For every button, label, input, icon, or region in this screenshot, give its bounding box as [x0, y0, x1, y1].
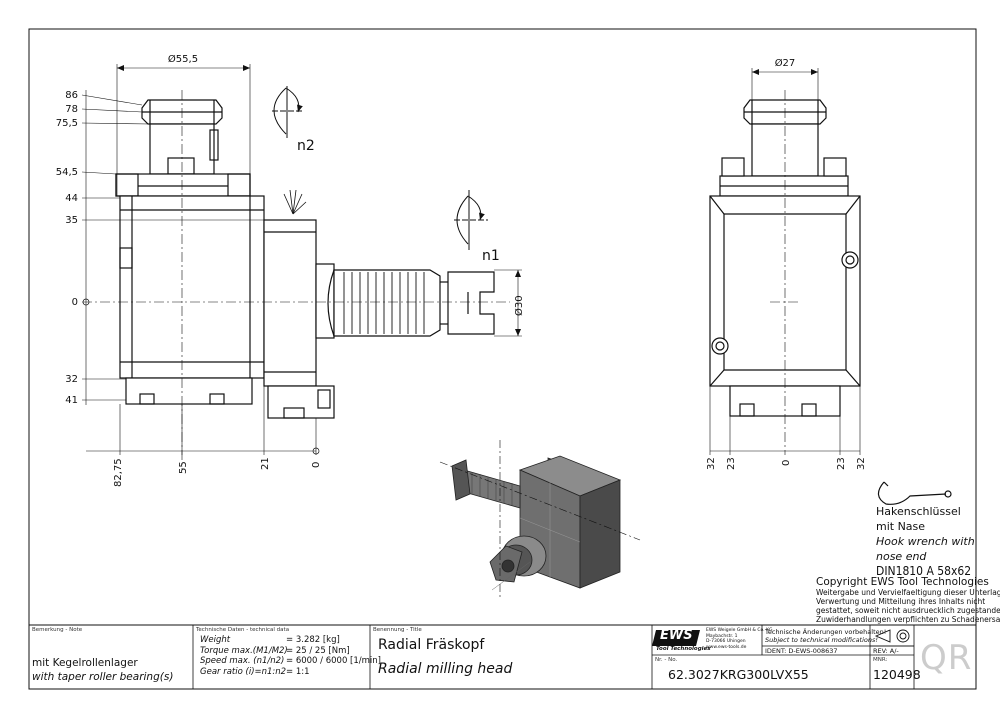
dim-35: 35: [65, 215, 78, 226]
side-dim-23-left: 23: [726, 457, 737, 470]
hook-wrench-line2: mit Nase: [876, 520, 926, 533]
dim-75-5: 75,5: [56, 118, 78, 129]
hook-wrench-line3: Hook wrench with: [876, 535, 975, 548]
hook-wrench-line4: nose end: [876, 550, 927, 563]
drawing-frame: [28, 28, 977, 690]
projection-symbol-icon: [874, 629, 910, 643]
dim-41: 41: [65, 395, 78, 406]
n2-label: n2: [297, 138, 315, 154]
tech-row-weight: Weight= 3.282 [kg]: [200, 635, 340, 645]
dim-86: 86: [65, 90, 78, 101]
tech-row-torque: Torque max.(M1/M2)= 25 / 25 [Nm]: [200, 645, 350, 656]
front-dia-right-label: Ø30: [513, 295, 525, 316]
qr-placeholder: QR: [920, 638, 973, 678]
n1-label: n1: [482, 248, 500, 264]
copyright-line-3: gestattet, soweit nicht ausdruecklich zu…: [816, 606, 1000, 615]
front-dimension-lines: [81, 64, 522, 455]
title-label: Benennung - Title: [373, 627, 422, 633]
hook-wrench-din: DIN1810 A 58x62: [876, 564, 972, 578]
tech-data-label: Technische Daten - technical data: [196, 627, 290, 633]
ews-logo-text: EWS: [660, 628, 693, 643]
changes-german: Technische Änderungen vorbehalten!: [765, 628, 887, 636]
copyright-block: Copyright EWS Tool Technologies Weiterga…: [816, 576, 1000, 624]
title-english: Radial milling head: [378, 661, 513, 677]
changes-english: Subject to technical modifications!: [765, 636, 878, 644]
title-german: Radial Fräskopf: [378, 637, 485, 653]
part-number: 62.3027KRG300LVX55: [668, 667, 809, 682]
copyright-title: Copyright EWS Tool Technologies: [816, 576, 989, 588]
tech-row-speed: Speed max. (n1/n2)= 6000 / 6000 [1/min]: [200, 656, 381, 666]
dim-44: 44: [65, 193, 78, 204]
company-line-1: EWS Weigele GmbH & Co. KG: [706, 628, 773, 633]
dim-82-75: 82,75: [113, 458, 124, 487]
mnr-label: MNR:: [873, 657, 888, 663]
side-dim-32-right: 32: [856, 457, 867, 470]
ews-logo-icon: [652, 630, 700, 646]
side-dia-top-label: Ø27: [775, 57, 796, 69]
side-dimension-lines: [709, 68, 861, 455]
company-line-3: D-73066 Uhingen: [706, 639, 746, 644]
copyright-line-2: Verwertung und Mitteilung ihres Inhalts …: [816, 597, 986, 606]
dim-54-5: 54,5: [56, 167, 78, 178]
tech-data-table: Weight= 3.282 [kg] Torque max.(M1/M2)= 2…: [200, 635, 381, 677]
iso-axis-lines: [439, 440, 641, 600]
side-centerlines: [770, 90, 800, 455]
side-dim-0: 0: [781, 460, 792, 466]
front-dia-top-label: Ø55,5: [168, 53, 198, 65]
number-label: Nr. - No.: [655, 657, 678, 663]
iso-view: [451, 455, 622, 591]
dim-32: 32: [65, 374, 78, 385]
dim-0-bottom: 0: [311, 462, 322, 468]
hook-wrench-note: Hakenschlüssel mit Nase Hook wrench with…: [876, 504, 975, 579]
ews-logo-subtitle: Tool Technologies: [656, 646, 711, 652]
dim-55: 55: [178, 461, 189, 474]
note-german: mit Kegelrollenlager: [32, 657, 138, 669]
front-view: [115, 99, 495, 419]
mnr-number: 120498: [873, 667, 921, 682]
side-dim-32-left: 32: [706, 457, 717, 470]
front-centerlines: [82, 90, 510, 470]
rotation-symbol-n2: [272, 86, 304, 138]
dim-0: 0: [72, 297, 78, 308]
company-line-2: Maybachstr. 1: [706, 633, 738, 639]
copyright-line-4: Zuwiderhandlungen verpflichten zu Schade…: [816, 615, 1000, 624]
dim-78: 78: [65, 104, 78, 115]
dim-21: 21: [260, 457, 271, 470]
front-bottom-dim-labels: 82,75 55 21 0: [113, 457, 322, 487]
ident: IDENT: D-EWS-008637: [765, 647, 838, 655]
note-label: Bemerkung - Note: [32, 627, 83, 633]
tool-symbol: [283, 189, 307, 215]
rotation-symbol-n1: [454, 190, 488, 250]
side-dim-23-right: 23: [836, 457, 847, 470]
side-bottom-dim-labels: 32 23 0 23 32: [706, 457, 867, 470]
title-block-grid: [192, 625, 915, 689]
company-line-4: www.ews-tools.de: [706, 644, 747, 650]
note-english: with taper roller bearing(s): [32, 671, 174, 683]
revision: REV: A/-: [873, 647, 899, 655]
tech-row-gear-ratio: Gear ratio (i)=n1:n2= 1:1: [200, 666, 310, 677]
side-view: [709, 99, 861, 417]
company-address: EWS Weigele GmbH & Co. KG Maybachstr. 1 …: [706, 628, 772, 650]
hook-wrench-line1: Hakenschlüssel: [876, 505, 961, 518]
copyright-line-1: Weitergabe und Vervielfaeltigung dieser …: [816, 588, 1000, 597]
front-left-dim-labels: 86 78 75,5 54,5 44 35 0 32 41: [56, 90, 78, 406]
hook-wrench-icon: [877, 481, 952, 505]
